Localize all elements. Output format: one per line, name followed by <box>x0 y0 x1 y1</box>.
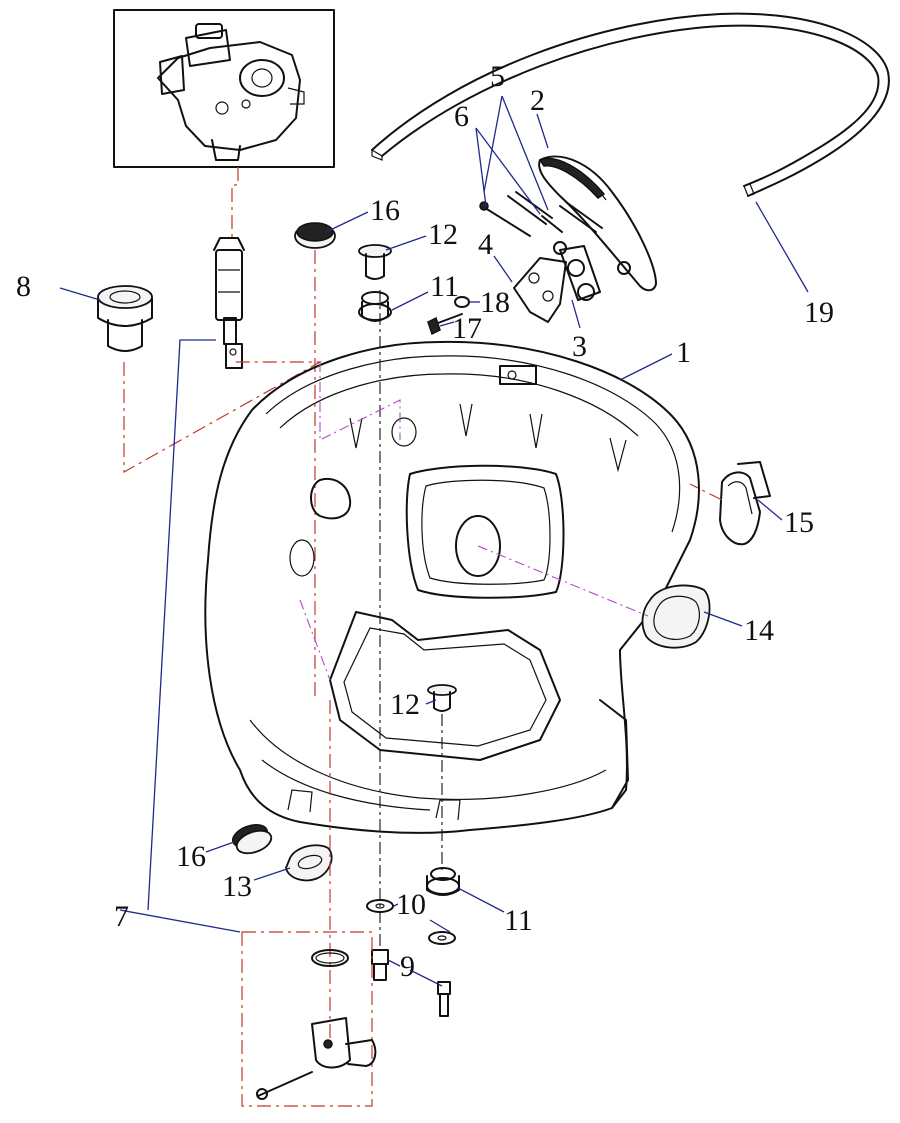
callout-13: 13 <box>222 870 252 903</box>
callout-7: 7 <box>114 900 129 933</box>
part-16-cap-lower <box>231 824 273 855</box>
callout-17: 17 <box>452 312 482 345</box>
part-11-mount-lower <box>426 867 460 896</box>
callout-16-lower: 16 <box>176 840 206 873</box>
callout-labels: 1 2 3 4 5 6 7 8 9 10 11 11 12 12 13 14 1… <box>16 60 834 983</box>
part-4-hinge-bracket <box>513 241 631 323</box>
callout-9: 9 <box>400 950 415 983</box>
callout-14: 14 <box>744 614 774 647</box>
part-17-18-screw <box>427 296 470 336</box>
part-16-cap-upper <box>294 222 336 249</box>
part-14-grommet <box>641 584 711 649</box>
part-8-grommet <box>97 285 153 352</box>
callout-11-lower: 11 <box>504 904 533 937</box>
callout-18: 18 <box>480 286 510 319</box>
part-9-bolts <box>371 949 451 1017</box>
carburetor-inset <box>113 9 335 168</box>
part-7-valve-lower <box>241 931 377 1107</box>
callout-3: 3 <box>572 330 587 363</box>
callout-12-upper: 12 <box>428 218 458 251</box>
callout-1: 1 <box>676 336 691 369</box>
part-12-bushing-lower <box>427 684 457 712</box>
part-2-handle <box>538 155 657 292</box>
part-10-washers <box>366 899 456 945</box>
callout-8: 8 <box>16 270 31 303</box>
leader-lines <box>59 95 809 987</box>
callout-16-upper: 16 <box>370 194 400 227</box>
callout-10: 10 <box>396 888 426 921</box>
part-5-6-pins <box>479 191 603 237</box>
fuel-valve-upper <box>213 237 245 369</box>
part-19-seal-strip <box>371 12 890 197</box>
callout-5: 5 <box>490 60 505 93</box>
part-12-bushing-upper <box>358 244 392 280</box>
callout-4: 4 <box>478 228 493 261</box>
callout-19: 19 <box>804 296 834 329</box>
callout-2: 2 <box>530 84 545 117</box>
callout-11-upper: 11 <box>430 270 459 303</box>
callout-12-lower: 12 <box>390 688 420 721</box>
callout-6: 6 <box>454 100 469 133</box>
part-1-housing <box>204 340 700 834</box>
part-11-mount-upper <box>358 291 392 322</box>
part-13-grommet <box>285 844 333 882</box>
part-15-clip <box>719 461 771 546</box>
callout-15: 15 <box>784 506 814 539</box>
